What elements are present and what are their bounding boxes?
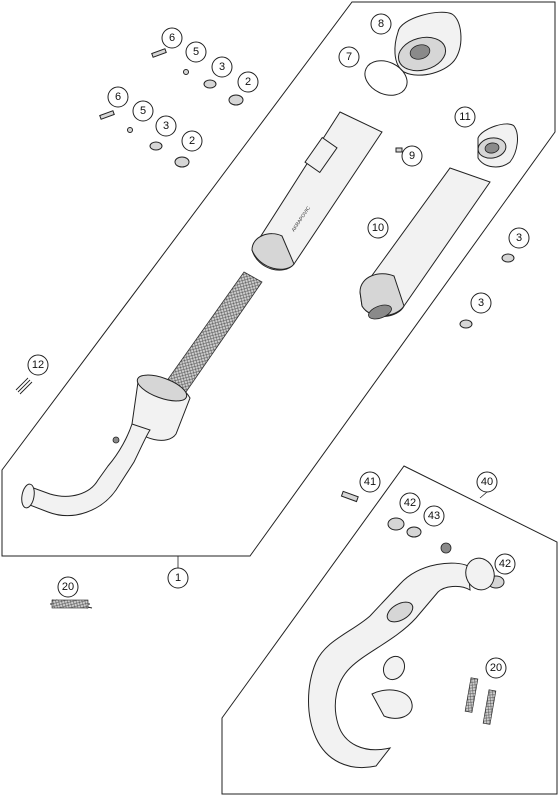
- hardware-stack-upper: [151, 48, 244, 106]
- spring-part-20-left: [50, 599, 93, 609]
- callout-number: 3: [516, 232, 522, 244]
- callout-circle: [27, 354, 49, 376]
- callout-c6b: 6: [107, 86, 129, 108]
- callout-c20b: 20: [485, 657, 507, 679]
- callout-c2a: 2: [237, 71, 259, 93]
- callout-number: 3: [478, 297, 484, 309]
- callout-c3c: 3: [508, 227, 530, 249]
- callout-number: 11: [459, 111, 470, 123]
- callout-number: 2: [245, 76, 251, 88]
- callout-c3b: 3: [155, 115, 177, 137]
- callout-c3d: 3: [470, 292, 492, 314]
- callout-circle: [370, 13, 392, 35]
- mesh-packing-tube: [165, 271, 263, 393]
- callout-circle: [167, 567, 189, 589]
- washer-part-3-lower: [459, 319, 473, 329]
- nut-part-43: [406, 526, 422, 538]
- hardware-stack-lower: [99, 110, 190, 168]
- callout-c7: 7: [338, 46, 360, 68]
- callout-c42b: 42: [494, 553, 516, 575]
- end-cap-part-8: [394, 11, 462, 76]
- callout-number: 8: [378, 18, 384, 30]
- callout-number: 43: [428, 510, 440, 522]
- callout-number: 5: [140, 105, 146, 117]
- callout-c9: 9: [401, 145, 423, 167]
- callout-number: 7: [346, 51, 352, 63]
- callout-circle: [359, 471, 381, 493]
- gasket-ring-part-7: [364, 60, 408, 96]
- washer-part-42-upper: [387, 517, 405, 531]
- callout-number: 3: [219, 61, 225, 73]
- assembly-1-boundary: [1, 1, 556, 557]
- callout-number: 10: [372, 222, 384, 234]
- silencer-body: AKRAPOVIC: [251, 111, 383, 271]
- callout-c6a: 6: [161, 27, 183, 49]
- callout-c3a: 3: [211, 56, 233, 78]
- inlet-cone: [131, 374, 191, 441]
- callout-c42a: 42: [399, 492, 421, 514]
- callout-circle: [476, 471, 498, 493]
- callout-number: 1: [175, 572, 181, 584]
- callout-c20a: 20: [57, 576, 79, 598]
- screw-part-9: [395, 147, 403, 153]
- callout-circle: [454, 106, 476, 128]
- callout-circle: [185, 41, 207, 63]
- callout-number: 5: [193, 46, 199, 58]
- callout-circle: [508, 227, 530, 249]
- callout-number: 9: [409, 150, 415, 162]
- callout-circle: [107, 86, 129, 108]
- callout-c2b: 2: [181, 130, 203, 152]
- callout-c40: 40: [476, 471, 498, 493]
- callout-number: 6: [169, 32, 175, 44]
- spring-part-20-right: [464, 677, 497, 725]
- callout-c11: 11: [454, 106, 476, 128]
- callout-number: 2: [189, 135, 195, 147]
- callout-c41: 41: [359, 471, 381, 493]
- callout-c10: 10: [367, 217, 389, 239]
- callout-circle: [399, 492, 421, 514]
- clip-part-12: [15, 377, 33, 395]
- callout-circle: [132, 100, 154, 122]
- callout-circle: [161, 27, 183, 49]
- callout-number: 40: [481, 476, 493, 488]
- callout-c1: 1: [167, 567, 189, 589]
- callout-circle: [338, 46, 360, 68]
- callout-number: 20: [62, 581, 74, 593]
- callout-circle: [181, 130, 203, 152]
- callout-c5a: 5: [185, 41, 207, 63]
- callout-c12: 12: [27, 354, 49, 376]
- callout-circle: [57, 576, 79, 598]
- washer-part-3-upper: [501, 253, 515, 263]
- callout-circle: [470, 292, 492, 314]
- bolt-part-41: [340, 490, 359, 503]
- callout-circle: [237, 71, 259, 93]
- assembly-40-boundary: [221, 465, 558, 795]
- callout-c5b: 5: [132, 100, 154, 122]
- header-pipe-assembly-40: [308, 542, 495, 768]
- callout-layer: 8 7 6 5 3 2 6 5 3 2 11 9 10 3 3 12 41 40 42 43 42 1 20 20: [27, 13, 530, 679]
- silencer-sleeve-part-10: [359, 167, 491, 320]
- callout-number: 6: [115, 91, 121, 103]
- leader-lines: [177, 491, 488, 568]
- callout-number: 12: [32, 359, 44, 371]
- header-pipe: [21, 423, 151, 516]
- callout-number: 42: [499, 558, 511, 570]
- callout-circle: [494, 553, 516, 575]
- callout-circle: [485, 657, 507, 679]
- callout-circle: [401, 145, 423, 167]
- callout-circle: [367, 217, 389, 239]
- end-cap-part-11: [477, 123, 518, 168]
- callout-circle: [211, 56, 233, 78]
- callout-number: 3: [163, 120, 169, 132]
- callout-number: 41: [364, 476, 376, 488]
- callout-number: 20: [490, 662, 502, 674]
- callout-circle: [155, 115, 177, 137]
- callout-circle: [423, 505, 445, 527]
- callout-number: 42: [404, 497, 416, 509]
- callout-c43: 43: [423, 505, 445, 527]
- callout-c8: 8: [370, 13, 392, 35]
